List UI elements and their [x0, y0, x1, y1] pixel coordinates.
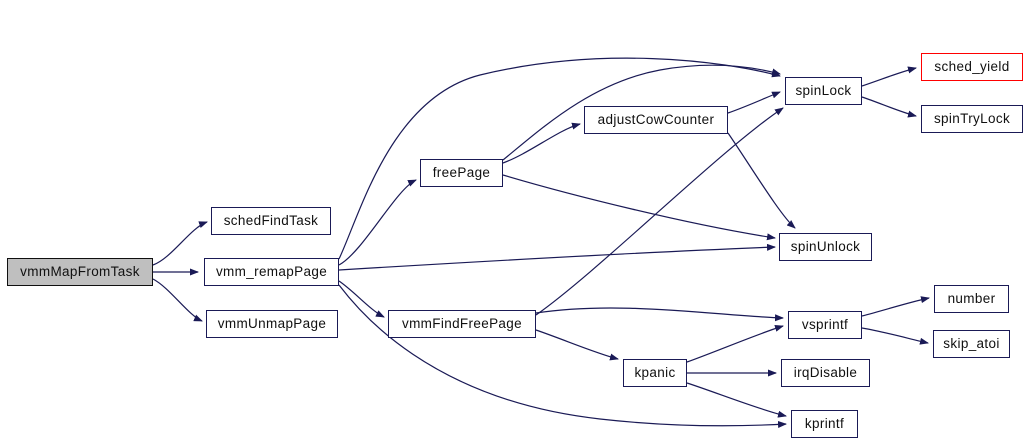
graph-node-vmm_remapPage[interactable]: vmm_remapPage [204, 258, 339, 286]
graph-node-spinUnlock[interactable]: spinUnlock [779, 233, 872, 261]
graph-edge-vmm_remapPage-to-spinLock [338, 57, 781, 260]
graph-edge-adjustCowCounter-to-spinUnlock [727, 132, 796, 229]
graph-edge-vmmFindFreePage-to-spinLock [535, 107, 784, 316]
graph-node-spinLock[interactable]: spinLock [785, 77, 862, 105]
graph-edge-vmm_remapPage-to-spinUnlock [338, 243, 776, 271]
graph-node-label: vmm_remapPage [215, 264, 328, 280]
graph-edge-vmm_remapPage-to-freePage [338, 179, 417, 266]
graph-node-number[interactable]: number [934, 285, 1009, 313]
graph-node-vmmMapFromTask[interactable]: vmmMapFromTask [7, 258, 153, 286]
graph-node-schedFindTask[interactable]: schedFindTask [211, 207, 331, 235]
graph-node-label: vsprintf [801, 317, 849, 333]
graph-edge-kpanic-to-kprintf [686, 382, 787, 418]
graph-node-spinTryLock[interactable]: spinTryLock [921, 105, 1023, 133]
graph-edge-vmm_remapPage-to-vmmFindFreePage [338, 280, 385, 318]
graph-edge-vmmMapFromTask-to-vmmUnmapPage [152, 278, 203, 322]
graph-node-label: schedFindTask [223, 213, 319, 229]
graph-node-adjustCowCounter[interactable]: adjustCowCounter [584, 106, 728, 134]
graph-edge-kpanic-to-vsprintf [686, 324, 784, 363]
graph-node-label: spinLock [795, 83, 852, 99]
graph-node-label: irqDisable [793, 365, 858, 381]
graph-node-label: skip_atoi [943, 336, 1000, 352]
graph-edge-vmm_remapPage-to-kprintf [338, 284, 787, 428]
graph-node-label: spinUnlock [790, 239, 861, 255]
graph-edge-spinLock-to-spinTryLock [861, 96, 917, 118]
graph-node-skip_atoi[interactable]: skip_atoi [933, 330, 1010, 358]
graph-edge-spinLock-to-sched_yield [861, 66, 917, 87]
graph-node-label: vmmMapFromTask [20, 264, 140, 280]
graph-node-label: freePage [432, 165, 491, 181]
graph-node-kpanic[interactable]: kpanic [623, 359, 687, 387]
graph-node-label: vmmFindFreePage [401, 316, 523, 332]
graph-node-sched_yield[interactable]: sched_yield [921, 53, 1023, 81]
graph-edge-vmmFindFreePage-to-vsprintf [535, 307, 784, 322]
graph-edge-freePage-to-spinLock [502, 64, 781, 161]
graph-node-label: vmmUnmapPage [217, 316, 327, 332]
graph-node-vmmFindFreePage[interactable]: vmmFindFreePage [388, 310, 536, 338]
graph-edge-vmmFindFreePage-to-kpanic [535, 329, 619, 361]
graph-edge-freePage-to-adjustCowCounter [502, 122, 581, 164]
graph-edge-vmmMapFromTask-to-schedFindTask [152, 221, 208, 266]
graph-node-label: sched_yield [934, 59, 1010, 75]
graph-node-freePage[interactable]: freePage [420, 159, 503, 187]
graph-node-label: kpanic [634, 365, 676, 381]
graph-node-label: number [947, 291, 996, 307]
graph-edge-vsprintf-to-skip_atoi [861, 327, 929, 345]
graph-node-label: kprintf [804, 416, 845, 432]
graph-node-vmmUnmapPage[interactable]: vmmUnmapPage [206, 310, 338, 338]
graph-edges [152, 57, 930, 428]
graph-node-label: spinTryLock [933, 111, 1011, 127]
graph-node-label: adjustCowCounter [597, 112, 715, 128]
graph-edge-vsprintf-to-number [861, 296, 930, 317]
graph-node-kprintf[interactable]: kprintf [791, 410, 858, 438]
graph-edge-adjustCowCounter-to-spinLock [727, 91, 781, 114]
graph-node-vsprintf[interactable]: vsprintf [788, 311, 862, 339]
graph-edge-freePage-to-spinUnlock [502, 174, 776, 241]
graph-node-irqDisable[interactable]: irqDisable [781, 359, 870, 387]
